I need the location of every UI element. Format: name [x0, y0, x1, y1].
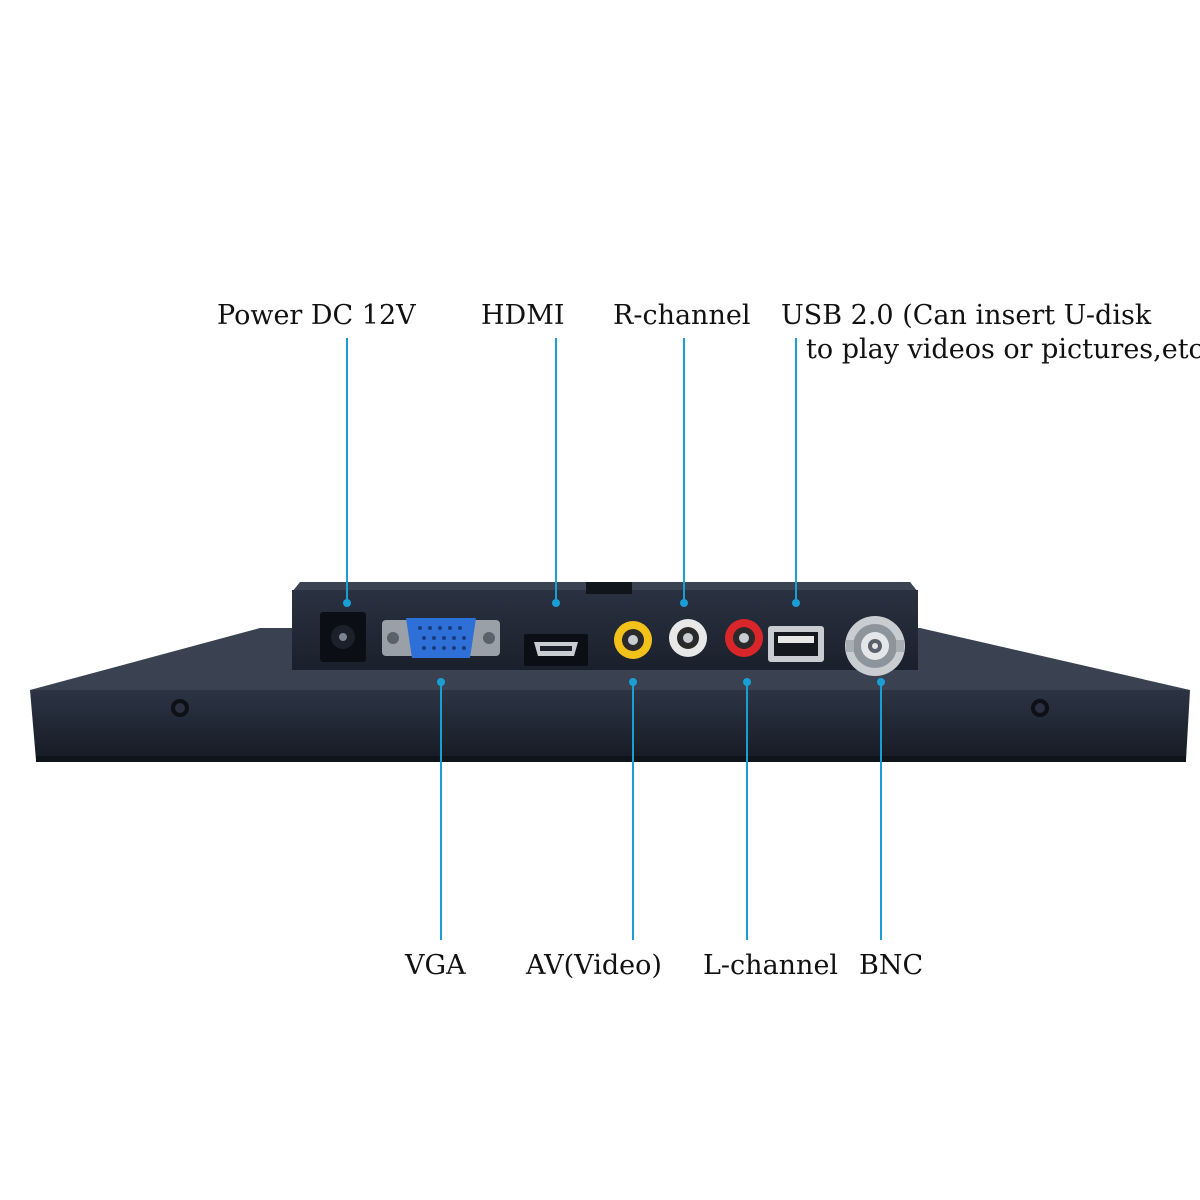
rca-red-icon [725, 619, 763, 657]
vga-connector-icon [382, 618, 500, 658]
usb-leader-line [792, 338, 800, 607]
screw-right-icon [1031, 699, 1049, 717]
l-channel-label: L-channel [703, 950, 839, 981]
bnc-label: BNC [859, 950, 924, 981]
power-label: Power DC 12V [217, 300, 416, 331]
usb-connector-icon [768, 626, 824, 662]
usb-label-line1: USB 2.0 (Can insert U-disk [781, 300, 1152, 331]
bnc-leader-line [877, 678, 885, 940]
hdmi-leader-line [552, 338, 560, 607]
usb-label-line2: to play videos or pictures,etc.) [806, 334, 1200, 365]
rca-yellow-icon [614, 621, 652, 659]
dc-jack-icon [320, 612, 366, 662]
r-channel-leader-line [680, 338, 688, 607]
hdmi-label: HDMI [481, 300, 565, 331]
hdmi-connector-icon [524, 634, 588, 666]
av-label: AV(Video) [526, 950, 662, 981]
rca-white-icon [669, 619, 707, 657]
bnc-connector-icon [845, 616, 905, 676]
vga-label: VGA [405, 950, 466, 981]
vga-leader-line [437, 678, 445, 940]
av-leader-line [629, 678, 637, 940]
screw-left-icon [171, 699, 189, 717]
l-channel-leader-line [743, 678, 751, 940]
r-channel-label: R-channel [613, 300, 751, 331]
power-leader-line [343, 338, 351, 607]
